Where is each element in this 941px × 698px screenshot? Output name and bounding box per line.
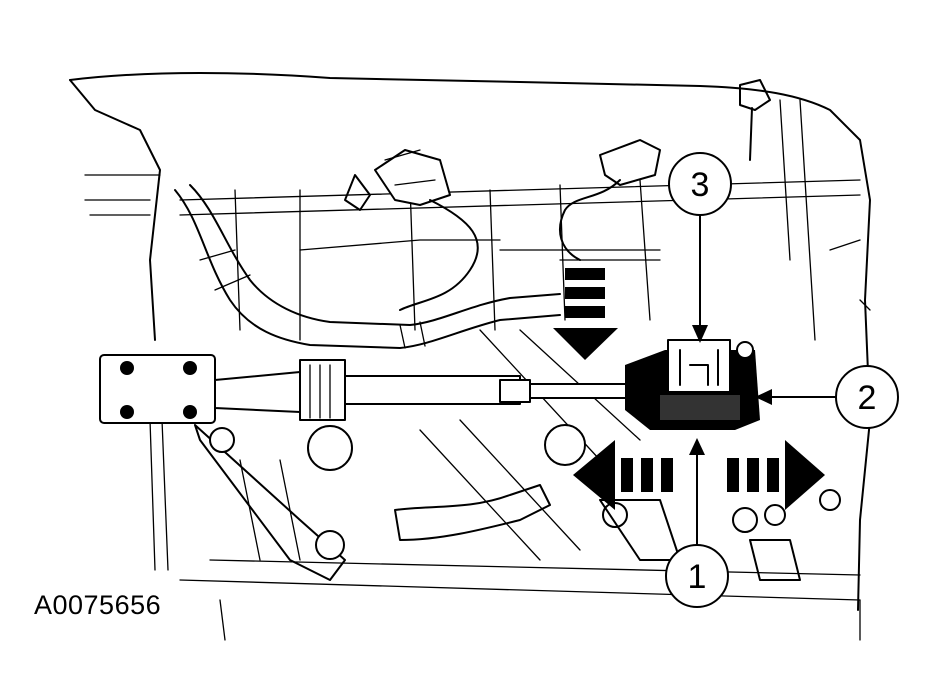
right-motion-arrow [727, 440, 825, 510]
wiring-connectors [344, 79, 771, 311]
sensor-shaft-assembly [214, 359, 631, 541]
callout-3-number: 3 [691, 166, 710, 204]
callout-2: 2 [835, 365, 899, 429]
callout-1-number: 1 [688, 558, 707, 596]
callout-2-number: 2 [858, 379, 877, 417]
figure-id-label: A0075656 [34, 590, 162, 620]
left-motion-arrow [573, 440, 673, 510]
downward-motion-arrow [553, 268, 618, 360]
engine-outline [69, 72, 871, 641]
callout-leaders [689, 209, 836, 546]
coolant-hose [174, 184, 561, 349]
mounting-bracket [99, 354, 346, 581]
callout-3: 3 [668, 152, 732, 216]
callout-1: 1 [665, 544, 729, 608]
sensor-component [625, 339, 760, 430]
